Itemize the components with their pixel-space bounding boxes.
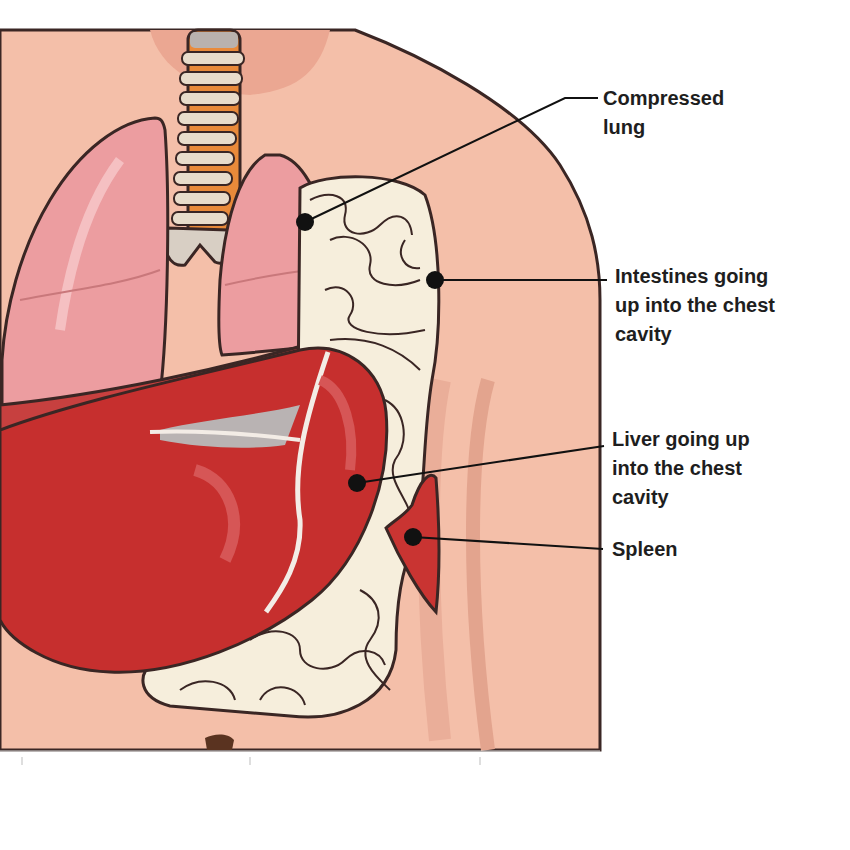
baseline [0, 751, 600, 752]
leader-dot [426, 271, 444, 289]
leader-dot [404, 528, 422, 546]
leader-line [435, 279, 607, 281]
leader-line [413, 537, 603, 549]
organ-label: Liver going up into the chest cavity [612, 425, 780, 512]
arm-shade [473, 380, 488, 750]
liver [0, 348, 387, 672]
organ-label: Intestines going up into the chest cavit… [615, 262, 790, 349]
navel [205, 734, 234, 750]
organ-label: Compressed lung [603, 84, 753, 142]
torso [0, 30, 600, 750]
lung-fissure [20, 270, 160, 300]
lung-highlight [60, 160, 120, 330]
normal-lung [2, 118, 168, 414]
leader-line [305, 98, 598, 222]
organ-label: Spleen [612, 535, 762, 564]
tick-marks [22, 757, 480, 765]
leader-dot [348, 474, 366, 492]
leader-line [357, 446, 604, 483]
leader-dot [296, 213, 314, 231]
spleen [386, 475, 439, 612]
